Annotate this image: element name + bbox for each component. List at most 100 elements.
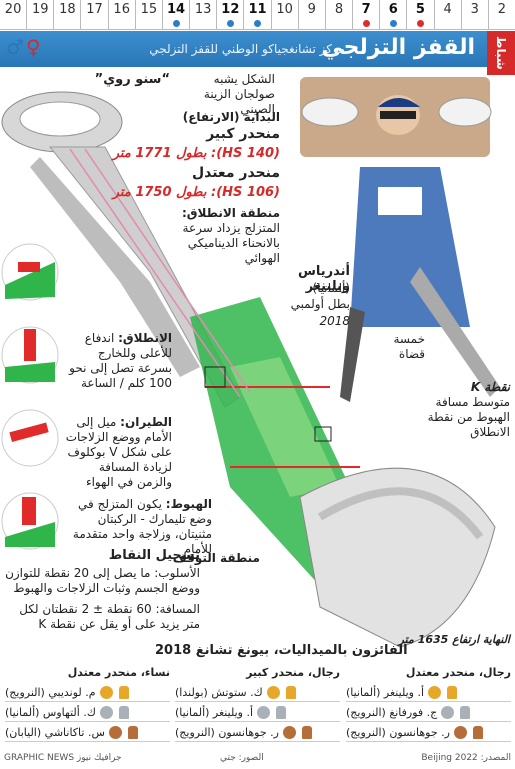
medalist-name: ك. ستوتش (بولندا) — [175, 686, 263, 699]
athlete-icon — [447, 686, 458, 699]
k-point-label: نقطة K — [470, 380, 510, 394]
landing-slope-light — [230, 357, 340, 497]
medalist-name: ك. ألتهاوس (ألمانيا) — [5, 706, 96, 719]
results-title: الفائزون بالميداليات، بيونغ تشانغ 2018 — [155, 643, 408, 658]
venue-shape-note: الشكل يشبه صولجان الزينة الصيني — [203, 72, 275, 116]
silver-medal-icon — [257, 706, 271, 719]
calendar-day: 5 — [407, 0, 435, 29]
normal-hill-spec: (HS 106): بطول 1750 متر — [112, 185, 280, 200]
event-dot — [226, 20, 234, 27]
athlete-icon — [472, 726, 483, 739]
athlete-photo — [300, 77, 500, 402]
calendar-day-number: 15 — [140, 2, 158, 17]
calendar-day: 16 — [109, 0, 136, 29]
medalist-name: ر. جوهانسون (النرويج) — [175, 726, 279, 739]
calendar-day-number: 13 — [194, 2, 212, 17]
event-dot — [172, 20, 180, 27]
judges-label: خمسة قضاة — [393, 332, 426, 361]
calendar-day: 8 — [326, 0, 354, 29]
calendar-day: 18 — [54, 0, 82, 29]
calendar-day-number: 9 — [307, 2, 316, 17]
calendar-day-number: 12 — [221, 2, 240, 17]
calendar-day-number: 8 — [334, 2, 344, 17]
judges-tower — [204, 366, 226, 388]
female-icon: ♀ — [25, 35, 41, 59]
calendar-day: 15 — [136, 0, 163, 29]
calendar-day: 10 — [272, 0, 299, 29]
event-dot — [253, 20, 261, 27]
athlete-name: أندرياس ويلينغر — [297, 264, 350, 294]
calendar-day: 17 — [81, 0, 109, 29]
header-band — [0, 31, 515, 67]
stadium-bowl — [299, 467, 496, 648]
inrun-ramp-shadow — [30, 157, 200, 377]
athlete-icon — [301, 726, 312, 739]
scoring-distance: المسافة: 60 نقطة ± 2 نقطتان لكل متر يزيد… — [19, 602, 200, 631]
large-hill-label: منحدر كبير — [206, 126, 280, 142]
tower-top-ring — [1, 91, 123, 153]
medal-row: س. تاكاناشي (اليابان) — [5, 724, 170, 742]
start-title: البداية (الارتفاع) — [182, 110, 280, 124]
page-subtitle: مركز تشانغجياكو الوطني للقفز التزلجي — [149, 42, 345, 56]
phase-flight: الطيران: ميل إلى الأمام ووضع الزلاجات عل… — [62, 415, 172, 490]
calendar-day-number: 10 — [276, 2, 293, 17]
normal-hill-label: منحدر معتدل — [191, 165, 280, 181]
calendar-day-number: 16 — [113, 2, 130, 17]
calendar-day-number: 14 — [166, 2, 186, 17]
event-dot — [416, 20, 424, 27]
takeoff-zone-text: المتزلج يزداد سرعة بالانحناء الديناميكي … — [182, 221, 280, 265]
athlete-icon — [285, 686, 296, 699]
medal-row: أ. ويلينغر (ألمانيا) — [175, 704, 340, 722]
gender-icons: ♂ ♀ — [6, 36, 41, 58]
calendar-day: 3 — [462, 0, 489, 29]
silver-medal-icon — [99, 706, 113, 719]
medal-row: م. لونديبي (النرويج) — [5, 684, 170, 702]
calendar-day: 20 — [0, 0, 28, 29]
calendar-day: 6 — [380, 0, 408, 29]
calendar-day: 19 — [27, 0, 55, 29]
silver-medal-icon — [441, 706, 455, 719]
athlete-note: بطل أولمبي — [290, 297, 350, 311]
medalist-name: ر. جوهانسون (النرويج) — [346, 726, 450, 739]
medal-row: ر. جوهانسون (النرويج) — [175, 724, 340, 742]
results-column-header: رجال، منحدر معتدل — [405, 666, 511, 679]
venue-nickname: “سنو روي” — [94, 72, 170, 87]
phase-flight-title: الطيران: — [120, 415, 172, 429]
phase-landing-title: الهبوط: — [165, 497, 212, 511]
scoring-style: الأسلوب: ما يصل إلى 20 نقطة للتوازن ووضع… — [5, 566, 200, 595]
medalist-name: س. تاكاناشي (اليابان) — [5, 726, 105, 739]
calendar-day-number: 3 — [470, 2, 479, 17]
stadium-seats — [317, 487, 484, 540]
calendar-day-number: 11 — [248, 2, 267, 17]
footer-photo: الصور: جتي — [220, 753, 264, 763]
k-point-text: متوسط مسافة الهبوط من نقطة الانطلاق — [427, 395, 510, 439]
gold-medal-icon — [428, 686, 442, 699]
calendar-day-number: 4 — [443, 2, 452, 17]
medal-row: ك. ألتهاوس (ألمانيا) — [5, 704, 170, 722]
athlete-icon — [118, 706, 129, 719]
phase-takeoff: الانطلاق: اندفاع للأعلى وللخارج بسرعة تص… — [62, 331, 172, 391]
scoring-title: تسجيل النقاط — [108, 548, 200, 563]
phase-flight-text: ميل إلى الأمام ووضع الزلاجات على شكل V ب… — [65, 415, 172, 489]
calendar-day: 4 — [435, 0, 462, 29]
phase-landing: الهبوط: يكون المتزلج في وضع تليمارك - ال… — [62, 497, 212, 557]
results-column-header: نساء، منحدر معتدل — [67, 666, 170, 679]
footer-source: المصدر: Beijing 2022 — [421, 753, 511, 763]
large-hill-spec: (HS 140): بطول 1771 متر — [112, 146, 280, 161]
event-dot — [389, 20, 397, 27]
phase-takeoff-text: اندفاع للأعلى وللخارج بسرعة تصل إلى نحو … — [69, 331, 172, 390]
athlete-country: (ألمانيا) — [312, 281, 350, 295]
calendar-day-number: 6 — [388, 2, 398, 17]
medal-row: ر. جوهانسون (النرويج) — [346, 724, 511, 742]
medal-row: أ. ويلينغر (ألمانيا) — [346, 684, 511, 702]
gold-medal-icon — [99, 686, 113, 699]
calendar-day: 14 — [163, 0, 191, 29]
calendar-day-number: 19 — [31, 2, 49, 17]
landing-zone-label: منطقة التوقف — [172, 551, 260, 565]
athlete-year: 2018 — [319, 314, 350, 328]
calendar-day-number: 5 — [415, 2, 425, 17]
phase-takeoff-title: الانطلاق: — [118, 331, 172, 345]
inrun-lines — [69, 148, 251, 398]
calendar-day-number: 7 — [361, 2, 371, 17]
gold-medal-icon — [266, 686, 280, 699]
